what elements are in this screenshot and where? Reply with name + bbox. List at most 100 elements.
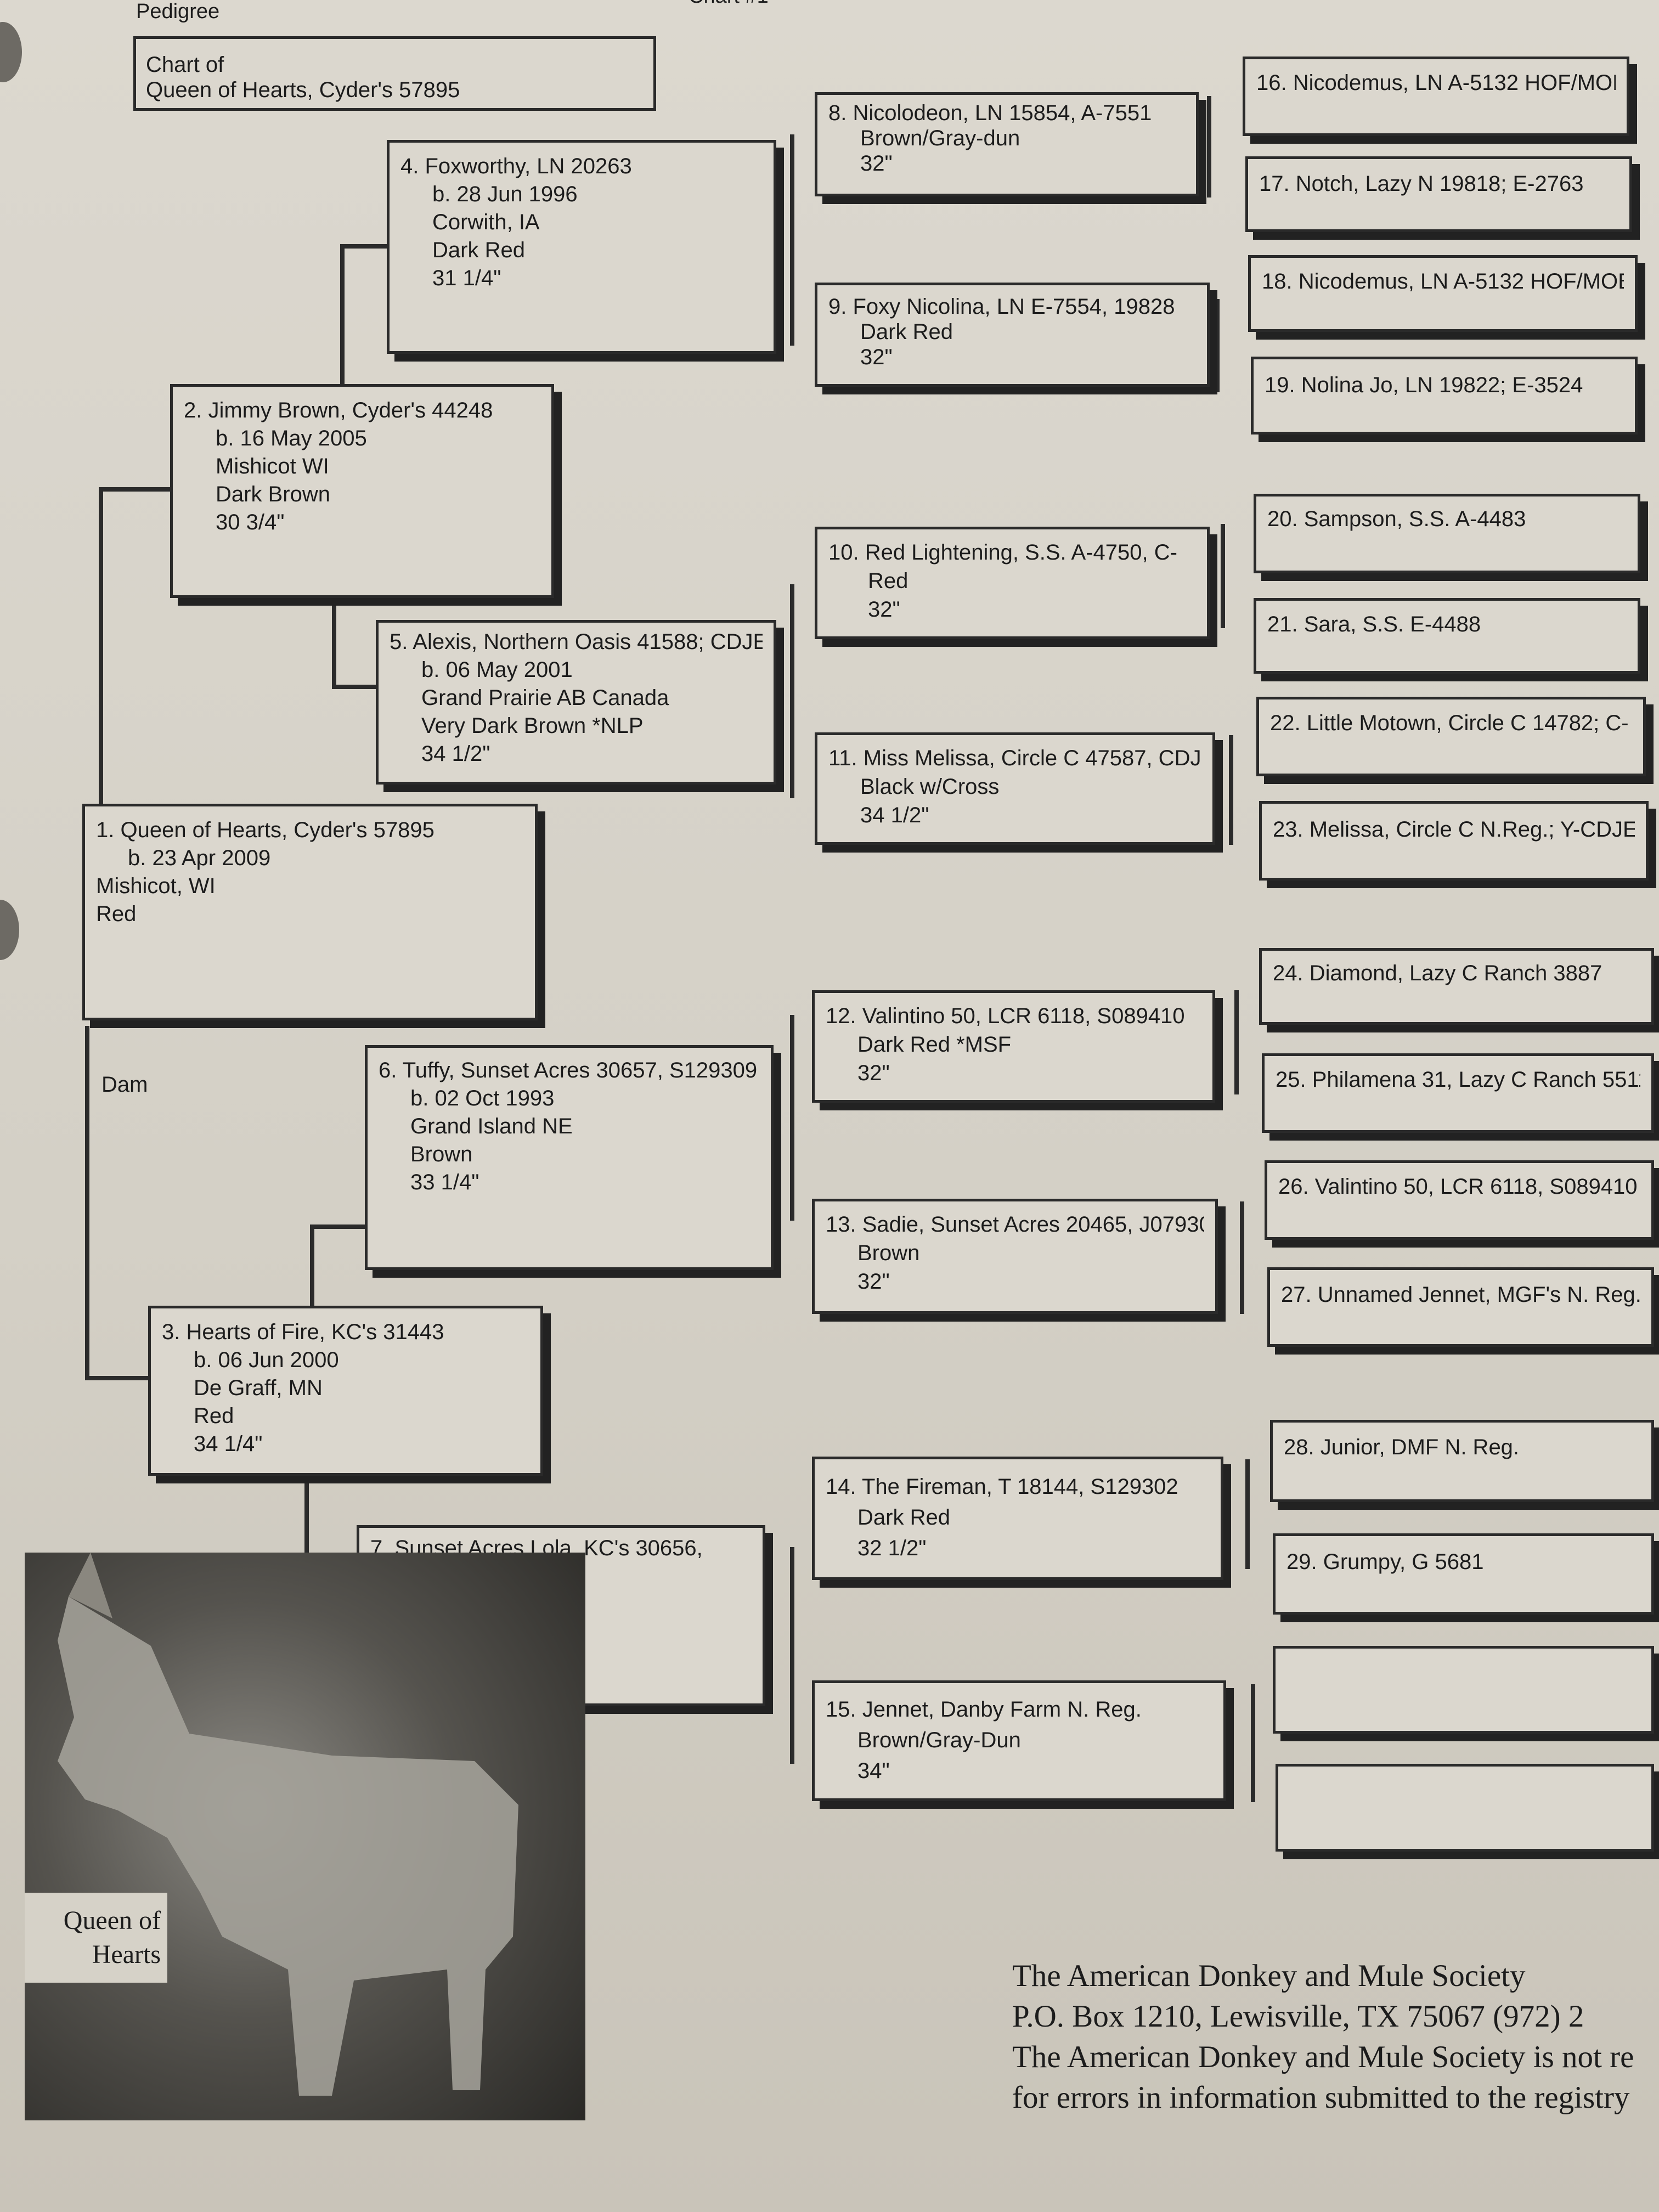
animal-box-15: 15. Jennet, Danby Farm N. Reg. Brown/Gra…: [812, 1680, 1226, 1801]
connector-line: [1229, 735, 1233, 845]
connector-line: [332, 603, 336, 689]
animal-box-3: 3. Hearts of Fire, KC's 31443 b. 06 Jun …: [148, 1306, 543, 1476]
animal-box-26: 26. Valintino 50, LCR 6118, S089410: [1265, 1160, 1654, 1240]
animal-box-9: 9. Foxy Nicolina, LN E-7554, 19828 Dark …: [815, 283, 1210, 387]
animal-box-27: 27. Unnamed Jennet, MGF's N. Reg.: [1267, 1267, 1654, 1347]
color: Dark Red: [860, 320, 953, 344]
color: Red: [194, 1404, 234, 1428]
animal-box-28: 28. Junior, DMF N. Reg.: [1270, 1420, 1654, 1502]
birth-place: Grand Island NE: [410, 1114, 573, 1138]
height: 32": [860, 151, 893, 176]
animal-box-14: 14. The Fireman, T 18144, S129302 Dark R…: [812, 1457, 1223, 1580]
animal-name: 25. Philamena 31, Lazy C Ranch 5511: [1276, 1068, 1640, 1092]
height: 34 1/2": [421, 742, 490, 766]
animal-name: 24. Diamond, Lazy C Ranch 3887: [1273, 961, 1602, 985]
height: 34 1/4": [194, 1432, 263, 1456]
birth-date: b. 02 Oct 1993: [410, 1086, 555, 1110]
animal-box-12: 12. Valintino 50, LCR 6118, S089410 Dark…: [812, 990, 1215, 1103]
height: 32": [860, 345, 893, 369]
height: 32 1/2": [857, 1536, 927, 1560]
footer-org-name: The American Donkey and Mule Society: [1012, 1959, 1526, 1993]
chart-title-box: Chart of Queen of Hearts, Cyder's 57895: [133, 36, 656, 111]
animal-name: 10. Red Lightening, S.S. A-4750, C-: [828, 540, 1177, 565]
animal-name: 2. Jimmy Brown, Cyder's 44248: [184, 398, 493, 422]
birth-place: Corwith, IA: [432, 210, 540, 234]
connector-line: [1207, 96, 1211, 198]
animal-name: 12. Valintino 50, LCR 6118, S089410: [826, 1004, 1185, 1028]
color: Dark Brown: [216, 482, 330, 506]
animal-box-20: 20. Sampson, S.S. A-4483: [1254, 494, 1640, 573]
animal-box-22: 22. Little Motown, Circle C 14782; C-: [1256, 697, 1646, 776]
connector-line: [1215, 299, 1220, 392]
connector-line: [310, 1224, 314, 1310]
animal-box-16: 16. Nicodemus, LN A-5132 HOF/MOB: [1243, 57, 1629, 136]
animal-box-19: 19. Nolina Jo, LN 19822; E-3524: [1251, 357, 1638, 435]
connector-line: [340, 244, 387, 249]
birth-place: Mishicot, WI: [96, 874, 216, 898]
animal-box-25: 25. Philamena 31, Lazy C Ranch 5511: [1262, 1053, 1654, 1133]
animal-box-6: 6. Tuffy, Sunset Acres 30657, S129309 b.…: [365, 1045, 774, 1270]
color: Brown/Gray-Dun: [857, 1728, 1021, 1752]
birth-date: b. 28 Jun 1996: [432, 182, 578, 206]
height: 34 1/2": [860, 803, 929, 827]
connector-line: [1234, 990, 1239, 1094]
connector-line: [85, 1376, 151, 1380]
animal-name: 20. Sampson, S.S. A-4483: [1267, 507, 1526, 531]
animal-name: 1. Queen of Hearts, Cyder's 57895: [96, 818, 435, 842]
animal-box-24: 24. Diamond, Lazy C Ranch 3887: [1259, 948, 1654, 1025]
connector-line: [304, 1481, 309, 1618]
height: 33 1/4": [410, 1170, 479, 1194]
chart-title-subject: Queen of Hearts, Cyder's 57895: [146, 78, 460, 102]
donkey-photo: Queen of Hearts: [25, 1553, 585, 2120]
footer-disclaimer: The American Donkey and Mule Society is …: [1012, 2040, 1634, 2074]
connector-line: [1245, 1459, 1250, 1569]
birth-date: b. 16 May 2005: [216, 426, 367, 450]
animal-box-8: 8. Nicolodeon, LN 15854, A-7551 Brown/Gr…: [815, 92, 1199, 196]
animal-box-23: 23. Melissa, Circle C N.Reg.; Y-CDJE: [1259, 801, 1649, 881]
connector-line: [332, 685, 376, 689]
animal-box-11: 11. Miss Melissa, Circle C 47587, CDJE B…: [815, 732, 1215, 845]
donkey-silhouette-image: [58, 1553, 518, 2096]
animal-name: 5. Alexis, Northern Oasis 41588; CDJE-: [390, 630, 763, 654]
color: Dark Red *MSF: [857, 1032, 1012, 1057]
animal-name: 28. Junior, DMF N. Reg.: [1284, 1435, 1520, 1459]
connector-line: [1251, 1684, 1255, 1802]
animal-box-10: 10. Red Lightening, S.S. A-4750, C- Red …: [815, 527, 1210, 639]
animal-box-31: [1276, 1764, 1654, 1852]
animal-name: 18. Nicodemus, LN A-5132 HOF/MOB: [1262, 269, 1624, 294]
height: 30 3/4": [216, 510, 285, 534]
color: Brown: [857, 1241, 920, 1265]
animal-name: 3. Hearts of Fire, KC's 31443: [162, 1320, 444, 1344]
birth-place: Mishicot WI: [216, 454, 329, 478]
color: Brown: [410, 1142, 473, 1166]
connector-line: [85, 1026, 89, 1380]
animal-box-21: 21. Sara, S.S. E-4488: [1254, 598, 1640, 674]
animal-name: 11. Miss Melissa, Circle C 47587, CDJE: [828, 746, 1201, 770]
color: Red: [96, 902, 137, 926]
animal-box-2: 2. Jimmy Brown, Cyder's 44248 b. 16 May …: [170, 384, 554, 598]
animal-name: 4. Foxworthy, LN 20263: [400, 154, 632, 178]
footer-address: P.O. Box 1210, Lewisville, TX 75067 (972…: [1012, 1999, 1584, 2034]
animal-name: 23. Melissa, Circle C N.Reg.; Y-CDJE: [1273, 817, 1635, 842]
color: Very Dark Brown *NLP: [421, 714, 644, 738]
connector-line: [790, 1015, 794, 1221]
caption-line: Hearts: [92, 1940, 161, 1969]
connector-line: [790, 134, 794, 346]
connector-line: [790, 1547, 794, 1764]
animal-box-30: [1273, 1646, 1654, 1734]
animal-box-17: 17. Notch, Lazy N 19818; E-2763: [1245, 156, 1632, 232]
animal-name: 29. Grumpy, G 5681: [1286, 1550, 1484, 1574]
height: 32": [868, 597, 900, 622]
animal-box-1: 1. Queen of Hearts, Cyder's 57895 b. 23 …: [82, 804, 538, 1020]
connector-line: [1240, 1201, 1244, 1314]
chart-number: Chart #1: [689, 0, 769, 8]
binder-hole: [0, 22, 22, 82]
animal-name: 17. Notch, Lazy N 19818; E-2763: [1259, 172, 1584, 196]
color: Dark Red: [857, 1505, 950, 1530]
animal-name: 21. Sara, S.S. E-4488: [1267, 612, 1481, 636]
connector-line: [310, 1224, 365, 1229]
connector-line: [340, 244, 345, 387]
footer-disclaimer-cont: for errors in information submitted to t…: [1012, 2080, 1630, 2115]
animal-name: 26. Valintino 50, LCR 6118, S089410: [1278, 1175, 1638, 1199]
animal-box-13: 13. Sadie, Sunset Acres 20465, J079302 B…: [812, 1199, 1218, 1314]
